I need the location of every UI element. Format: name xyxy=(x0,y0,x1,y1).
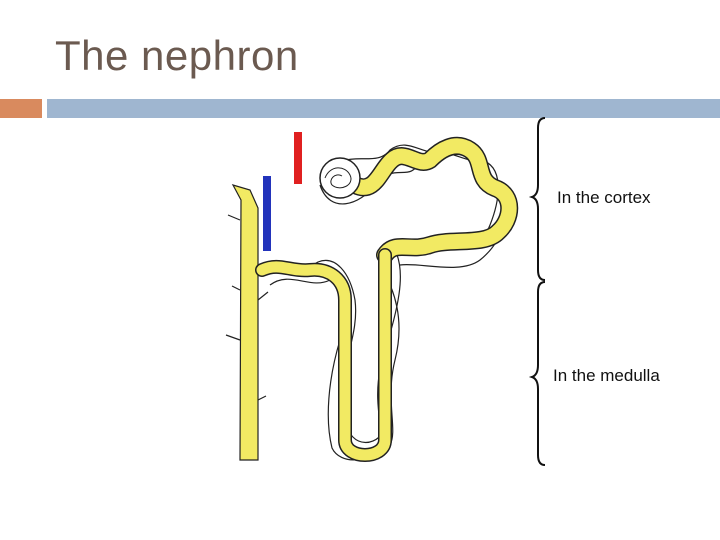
medulla-bracket xyxy=(528,281,546,466)
glomerulus xyxy=(319,157,361,199)
afferent-arteriole xyxy=(294,132,302,184)
accent-bar-blue xyxy=(47,99,720,118)
medulla-label: In the medulla xyxy=(553,366,660,385)
cortex-bracket xyxy=(528,117,546,281)
efferent-venule xyxy=(263,176,271,251)
slide-title: The nephron xyxy=(55,32,299,79)
accent-bar-orange xyxy=(0,99,42,118)
collecting-duct xyxy=(225,184,269,461)
renal-tubule xyxy=(255,136,519,462)
cortex-label: In the cortex xyxy=(557,188,651,207)
